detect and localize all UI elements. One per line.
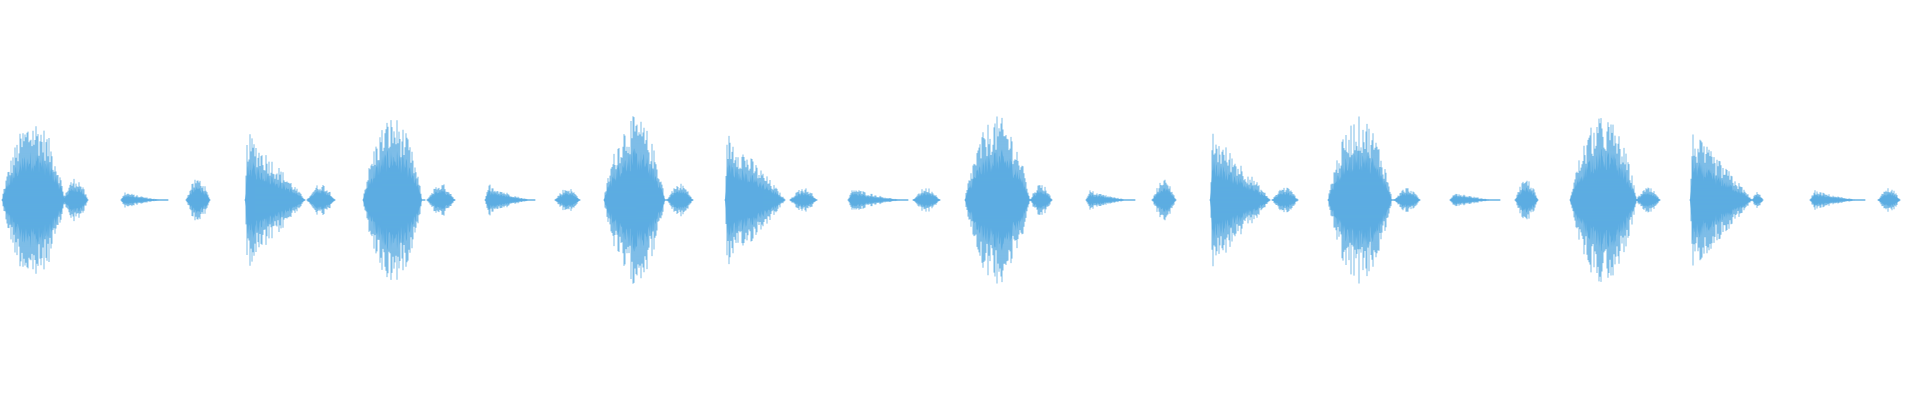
waveform-segment-25 bbox=[1449, 193, 1501, 207]
waveform-segment-1 bbox=[1, 126, 69, 274]
waveform-segment-4 bbox=[185, 179, 211, 221]
waveform-segment-20 bbox=[1151, 179, 1177, 221]
waveform-segment-29 bbox=[1689, 134, 1753, 266]
waveform-segment-28 bbox=[1635, 187, 1661, 213]
waveform-layer bbox=[1, 116, 1901, 284]
waveform-segment-24 bbox=[1393, 188, 1421, 212]
waveform-segment-22 bbox=[1271, 187, 1299, 213]
waveform-segment-5 bbox=[244, 134, 306, 266]
waveform-segment-3 bbox=[120, 192, 169, 208]
waveform-segment-6 bbox=[306, 185, 336, 215]
waveform-segment-21 bbox=[1209, 133, 1271, 267]
waveform-segment-23 bbox=[1327, 116, 1396, 284]
waveform-segment-7 bbox=[362, 120, 426, 280]
waveform-segment-8 bbox=[426, 184, 456, 216]
waveform-segment-13 bbox=[724, 135, 786, 265]
waveform-segment-30 bbox=[1751, 192, 1764, 208]
waveform-segment-18 bbox=[1029, 185, 1053, 215]
waveform-segment-12 bbox=[666, 183, 694, 217]
waveform-segment-17 bbox=[964, 116, 1034, 284]
waveform-segment-15 bbox=[847, 190, 909, 210]
waveform-segment-26 bbox=[1514, 180, 1539, 220]
waveform-segment-2 bbox=[62, 178, 89, 222]
waveform-segment-14 bbox=[789, 188, 818, 212]
waveform-segment-9 bbox=[484, 184, 536, 216]
waveform-segment-11 bbox=[603, 116, 669, 284]
waveform-segment-27 bbox=[1569, 118, 1641, 282]
waveform-segment-31 bbox=[1809, 190, 1866, 210]
waveform-segment-16 bbox=[912, 188, 941, 212]
waveform-segment-32 bbox=[1877, 188, 1901, 212]
waveform-segment-19 bbox=[1085, 190, 1136, 210]
waveform-segment-10 bbox=[554, 189, 581, 211]
